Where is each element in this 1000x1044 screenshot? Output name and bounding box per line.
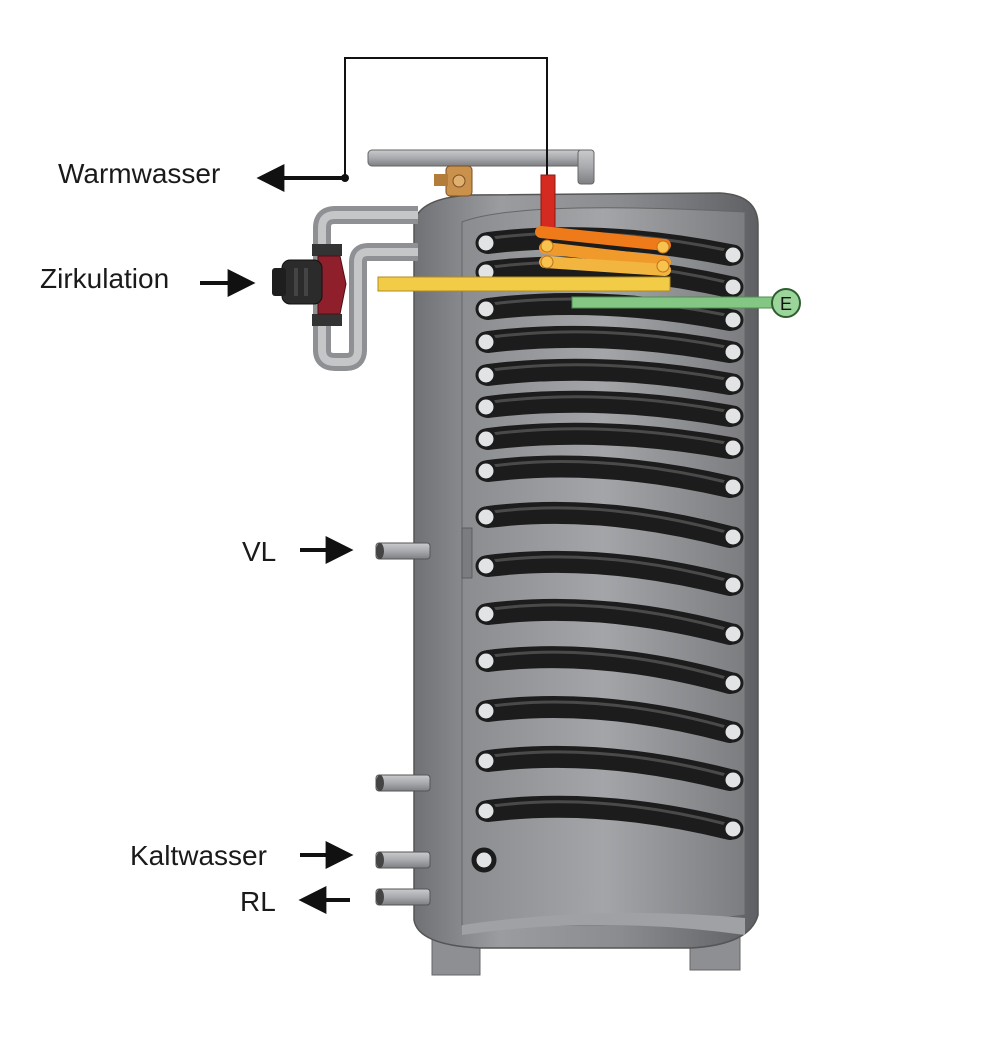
coil-end <box>475 396 497 418</box>
heater-marker-label: E <box>780 294 792 314</box>
coil-end <box>722 244 744 266</box>
electric-heating-element <box>535 174 671 276</box>
coil-end <box>475 428 497 450</box>
coil-end <box>722 405 744 427</box>
coil-turn <box>477 358 741 395</box>
coil-end <box>722 818 744 840</box>
coil-highlight <box>491 750 727 777</box>
coil-end <box>475 603 497 625</box>
coil-end <box>722 373 744 395</box>
coil-end <box>722 574 744 596</box>
label-rl: RL <box>240 886 276 917</box>
coil-end <box>475 750 497 772</box>
coil-end <box>475 331 497 353</box>
coil-end <box>722 721 744 743</box>
heating-rod <box>377 276 671 292</box>
coil-highlight <box>491 506 727 534</box>
coil-end <box>722 769 744 791</box>
circulation-pipe <box>313 206 418 371</box>
rl-connection <box>375 888 431 906</box>
coil-end <box>722 526 744 548</box>
coil-turn <box>477 696 741 743</box>
flow-arrows <box>200 164 354 914</box>
mixing-valve-icon <box>434 165 473 197</box>
coil-highlight <box>491 603 727 631</box>
circulation-pump-icon <box>272 244 347 326</box>
coil-inlet-end <box>471 847 497 873</box>
kaltwasser-connection <box>375 851 431 869</box>
coil-highlight <box>491 330 727 349</box>
coil-turn <box>477 455 741 498</box>
coil-turn <box>477 745 741 791</box>
coil-end <box>722 672 744 694</box>
label-vl: VL <box>242 536 277 567</box>
coil-turn <box>477 325 741 363</box>
coil-end <box>475 800 497 822</box>
coil-end <box>475 298 497 320</box>
coil-end <box>722 476 744 498</box>
coil-highlight <box>491 460 727 484</box>
coil-end <box>722 623 744 645</box>
temperature-sensor <box>571 288 801 318</box>
heat-exchanger-coil <box>471 227 744 873</box>
coil-end <box>475 555 497 577</box>
coil-end <box>475 506 497 528</box>
coil-turn <box>477 795 741 840</box>
coil-highlight <box>491 395 727 413</box>
label-warmwasser: Warmwasser <box>58 158 221 189</box>
coil-highlight <box>491 363 727 381</box>
side-connections <box>375 542 431 906</box>
coil-highlight <box>491 427 727 445</box>
coil-end <box>475 700 497 722</box>
coil-end <box>722 309 744 331</box>
label-zirkulation: Zirkulation <box>40 263 170 294</box>
coil-highlight <box>491 555 727 582</box>
coil-end <box>722 437 744 459</box>
coil-highlight <box>491 700 727 729</box>
hot-water-outlet-pipe <box>367 149 595 197</box>
coil-turn <box>477 390 741 427</box>
vl-connection <box>375 542 431 560</box>
label-kaltwasser: Kaltwasser <box>130 840 267 871</box>
coil-end <box>722 276 744 298</box>
coil-turn <box>477 598 741 645</box>
coil-turn <box>477 501 741 548</box>
coil-highlight <box>491 800 727 826</box>
coil-end <box>475 364 497 386</box>
coil-end <box>475 460 497 482</box>
coil-turn <box>477 646 741 694</box>
coil-highlight <box>491 650 727 680</box>
coil-turn <box>477 550 741 596</box>
middle-connection <box>375 774 431 792</box>
coil-end <box>475 232 497 254</box>
coil-turn <box>477 422 741 459</box>
coil-end <box>722 341 744 363</box>
coil-end <box>475 650 497 672</box>
